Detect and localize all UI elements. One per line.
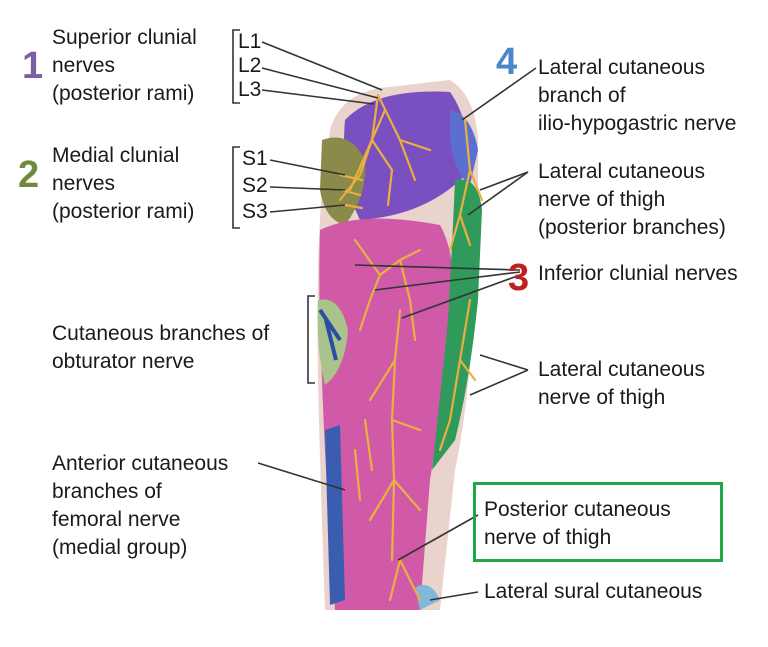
lateral-sural-region [415, 584, 440, 610]
inferior-clunial-label: Inferior clunial nerves [538, 262, 738, 285]
posterior-cutaneous-label: Posterior cutaneous nerve of thigh [484, 498, 671, 549]
l2-label: L2 [238, 54, 262, 77]
brackets [232, 29, 315, 384]
highlight-box [473, 482, 723, 562]
label-number-2: 2 [18, 154, 40, 196]
s1-label: S1 [242, 147, 268, 170]
s3-label: S3 [242, 200, 268, 223]
lateral-thigh-region [432, 179, 482, 470]
label-number-3: 3 [508, 257, 530, 299]
nerve-branches [338, 93, 484, 602]
leader-lines [257, 41, 537, 601]
label-number-1: 1 [22, 45, 44, 87]
medial-clunial-label: Medial clunial nerves (posterior rami) [52, 144, 195, 223]
lateral-sural-label: Lateral sural cutaneous [484, 580, 703, 603]
obturator-label: Cutaneous branches of obturator nerve [52, 322, 270, 373]
label-number-4: 4 [496, 41, 518, 83]
l1-label: L1 [238, 30, 262, 53]
lat-thigh-label: Lateral cutaneous nerve of thigh [538, 358, 705, 409]
anterior-femoral-label: Anterior cutaneous branches of femoral n… [52, 452, 229, 559]
medial-clunial-region [320, 137, 366, 225]
s2-label: S2 [242, 174, 268, 197]
l3-label: L3 [238, 78, 262, 101]
posterior-cutaneous-region [319, 218, 454, 611]
ilio-hypogastric-label: Lateral cutaneous branch of ilio-hypogas… [538, 56, 737, 135]
lat-thigh-posterior-label: Lateral cutaneous nerve of thigh (poster… [538, 160, 726, 239]
anterior-femoral-region [325, 425, 345, 605]
iliohypogastric-region [450, 110, 478, 185]
superior-clunial-label: Superior clunial nerves (posterior rami) [52, 26, 197, 105]
